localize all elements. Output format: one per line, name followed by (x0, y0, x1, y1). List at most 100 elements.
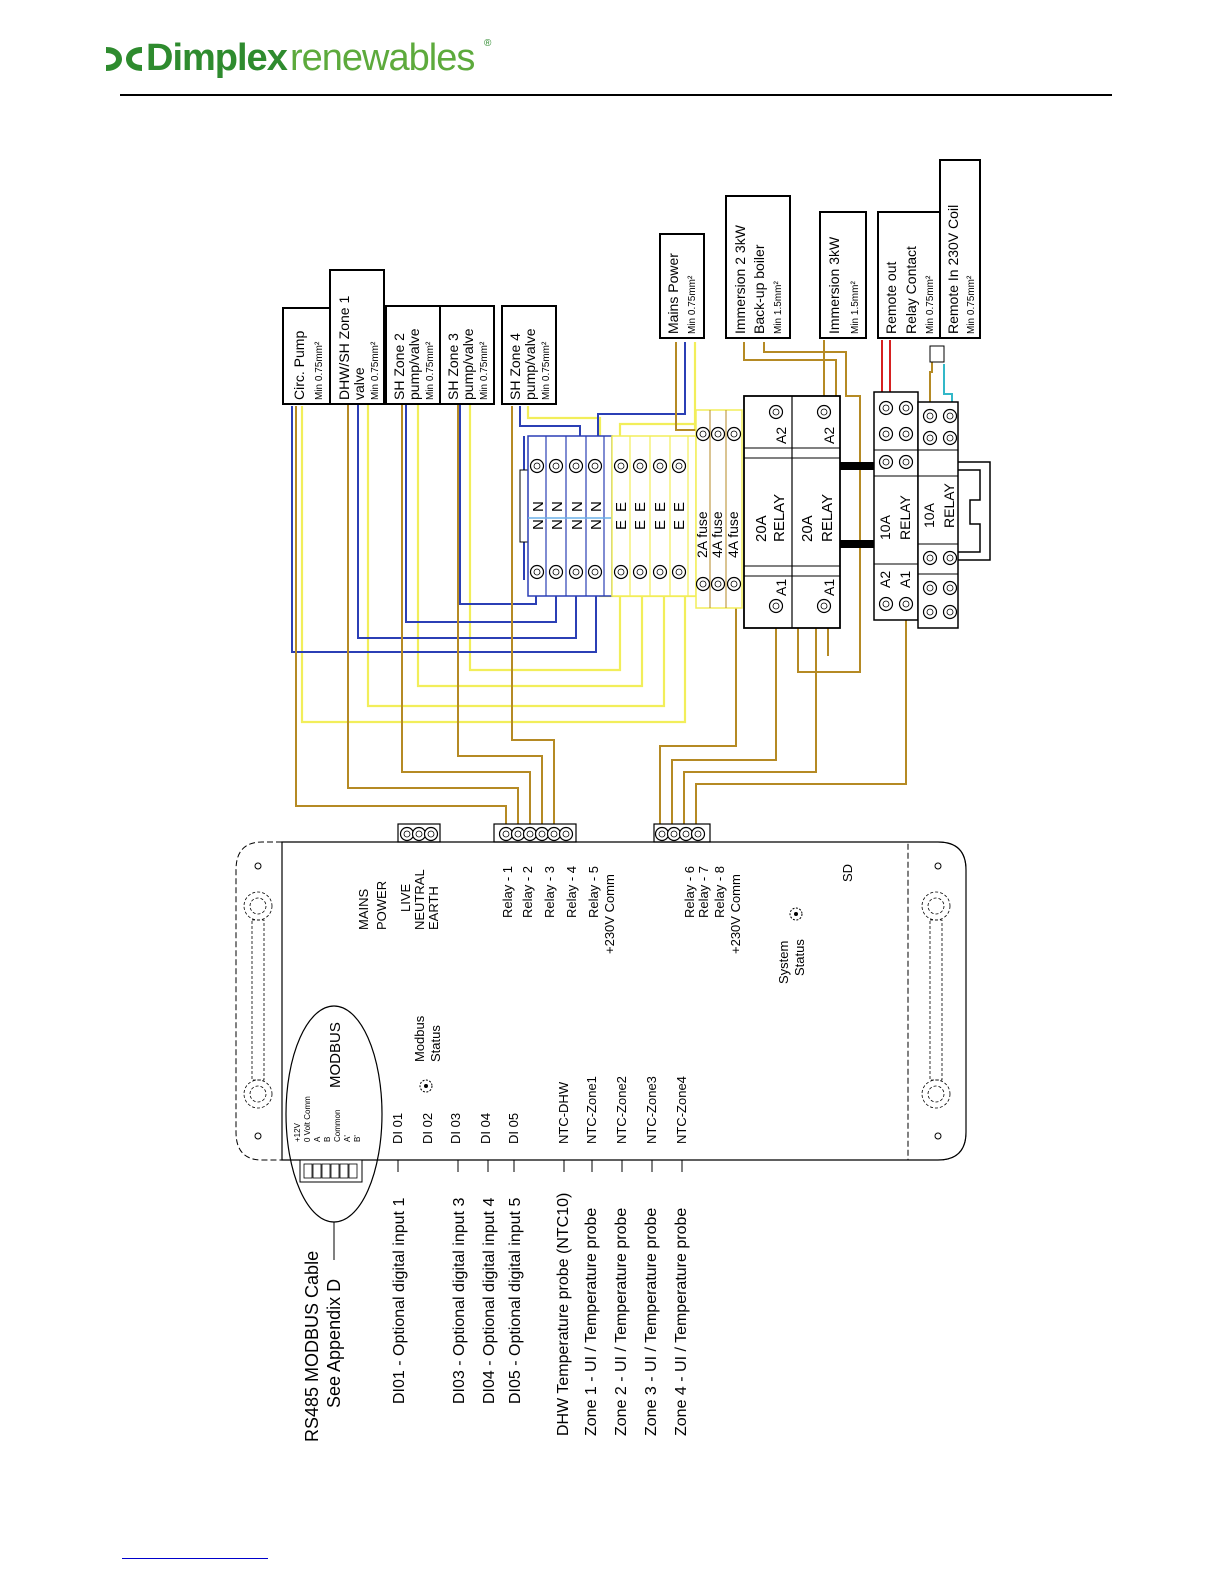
neutral-mark-5: N (530, 519, 547, 530)
live-label: LIVE (398, 883, 413, 912)
di04-label: DI 04 (478, 1113, 493, 1144)
relay-20a-block: A2 A2 A1 A1 20A RELAY 20A RELAY (743, 395, 841, 629)
sh-zone3-label-2: pump/valve (460, 328, 476, 400)
box-sh-zone2: SH Zone 2 pump/valve Min 0.75mm² (385, 305, 441, 405)
neutral-label: NEUTRAL (412, 869, 427, 930)
earth-terminal-block: E E E E E E E E (611, 435, 697, 597)
remote-in-spec: Min 0.75mm² (966, 275, 977, 334)
rs485-cable-label: RS485 MODBUS Cable (302, 1251, 322, 1442)
mains-label: MAINS (356, 889, 371, 931)
di05-description: DI05 - Optional digital input 5 (507, 1198, 524, 1404)
modbus-label: MODBUS (327, 1022, 344, 1088)
earth-mark-4: E (671, 502, 688, 512)
relay3-a1: A1 (897, 571, 913, 588)
neutral-terminal-block: N N N N N N N N (519, 435, 613, 597)
dimplex-renewables-logo: Dimplex renewables ® (104, 36, 524, 80)
box-circ-pump: Circ. Pump Min 0.75mm² (282, 307, 332, 405)
di03-description: DI03 - Optional digital input 3 (451, 1198, 468, 1404)
di02-label: DI 02 (420, 1113, 435, 1144)
relay-10a-block: A2 A1 10A RELAY 10A RELAY (873, 391, 959, 629)
zone4-probe-description: Zone 4 - UI / Temperature probe (673, 1208, 690, 1436)
comm-b-label: +230V Comm (728, 874, 743, 954)
di03-label: DI 03 (448, 1113, 463, 1144)
neutral-mark-6: N (549, 519, 566, 530)
controller-board (235, 841, 967, 1161)
wires-yellow (300, 342, 720, 724)
sh-zone4-label: SH Zone 4 (507, 333, 523, 400)
relay-7-label: Relay - 7 (696, 866, 711, 918)
earth-label: EARTH (426, 886, 441, 930)
neutral-mark-4: N (588, 501, 605, 512)
modbus-pin-12v: +12V (293, 1122, 302, 1142)
modbus-pin-a: A (313, 1136, 322, 1142)
mains-power-spec: Min 0.75mm² (687, 275, 698, 334)
dimplex-logo-mark-icon (106, 47, 142, 71)
ntc-zone1-label: NTC-Zone1 (584, 1076, 599, 1144)
box-dhw-sh-zone1: DHW/SH Zone 1 valve Min 0.75mm² (329, 269, 385, 405)
wires-cyan (943, 364, 953, 406)
remote-out-label-2: Relay Contact (903, 246, 919, 334)
modbus-pin-b: B (323, 1137, 332, 1142)
modbus-connector (299, 1159, 363, 1183)
modbus-region: MODBUS +12V 0 Volt Comm A B Common A' B' (285, 1005, 383, 1223)
sh-zone3-spec: Min 0.75mm² (479, 341, 490, 400)
brand-name: Dimplex (146, 37, 288, 79)
dhw-probe-description: DHW Temperature probe (NTC10) (555, 1193, 572, 1436)
dhw-zone1-label: DHW/SH Zone 1 (336, 296, 352, 400)
sh-zone4-label-2: pump/valve (522, 328, 538, 400)
power-connector (397, 823, 441, 843)
ntc-zone2-label: NTC-Zone2 (614, 1076, 629, 1144)
circ-pump-spec: Min 0.75mm² (314, 341, 325, 400)
modbus-status-led-icon (419, 1079, 433, 1093)
modbus-pin-0v: 0 Volt Comm (303, 1096, 312, 1142)
ntc-dhw-label: NTC-DHW (556, 1081, 571, 1144)
box-remote-in: Remote In 230V Coil Min 0.75mm² (939, 159, 981, 339)
fuse-block: 2A fuse 4A fuse 4A fuse (694, 409, 743, 609)
relay3-a2: A2 (877, 571, 893, 588)
relay1-a2: A2 (773, 427, 789, 444)
relay-4-label: Relay - 4 (564, 866, 579, 918)
remote-out-spec: Min 0.75mm² (925, 275, 936, 334)
box-immersion2: Immersion 2 3kW Back-up boiler Min 1.5mm… (725, 195, 791, 339)
rs485-appendix-label: See Appendix D (324, 1279, 344, 1408)
relay3-rating: 10A (877, 514, 893, 540)
earth-mark-3: E (652, 502, 669, 512)
sh-zone4-spec: Min 0.75mm² (541, 341, 552, 400)
wires-brown (295, 340, 933, 826)
box-sh-zone4: SH Zone 4 pump/valve Min 0.75mm² (501, 305, 557, 405)
earth-mark-7: E (652, 520, 669, 530)
ntc-zone4-label: NTC-Zone4 (674, 1076, 689, 1144)
relay2-a2: A2 (821, 427, 837, 444)
relay-connector-a (493, 823, 577, 843)
system-status-label-2: Status (792, 939, 807, 976)
immersion-label: Immersion 3kW (826, 236, 842, 334)
sh-zone2-label: SH Zone 2 (391, 333, 407, 400)
box-sh-zone3: SH Zone 3 pump/valve Min 0.75mm² (439, 305, 495, 405)
di05-label: DI 05 (506, 1113, 521, 1144)
di01-label: DI 01 (390, 1113, 405, 1144)
fuse-4a-label-2: 4A fuse (725, 511, 741, 558)
neutral-mark-7: N (569, 519, 586, 530)
relay4-rating: 10A (921, 502, 937, 528)
sh-zone2-spec: Min 0.75mm² (425, 341, 436, 400)
system-status-led-icon (789, 907, 803, 921)
relay4-word: RELAY (941, 482, 957, 528)
relay1-rating: 20A (753, 515, 770, 542)
remote-out-label: Remote out (883, 262, 899, 334)
ntc-zone3-label: NTC-Zone3 (644, 1076, 659, 1144)
circ-pump-label: Circ. Pump (291, 331, 307, 400)
earth-mark-8: E (671, 520, 688, 530)
relay-6-label: Relay - 6 (682, 866, 697, 918)
fuse-2a-label: 2A fuse (694, 511, 710, 558)
relay1-a1: A1 (773, 579, 789, 596)
di01-description: DI01 - Optional digital input 1 (391, 1198, 408, 1404)
relay2-a1: A1 (821, 579, 837, 596)
sh-zone2-label-2: pump/valve (406, 328, 422, 400)
relay-1-label: Relay - 1 (500, 866, 515, 918)
registered-mark: ® (484, 38, 492, 49)
relay-3-label: Relay - 3 (542, 866, 557, 918)
immersion2-label-2: Back-up boiler (751, 244, 767, 334)
brand-subtitle: renewables (290, 37, 475, 79)
relay3-word: RELAY (897, 494, 913, 540)
